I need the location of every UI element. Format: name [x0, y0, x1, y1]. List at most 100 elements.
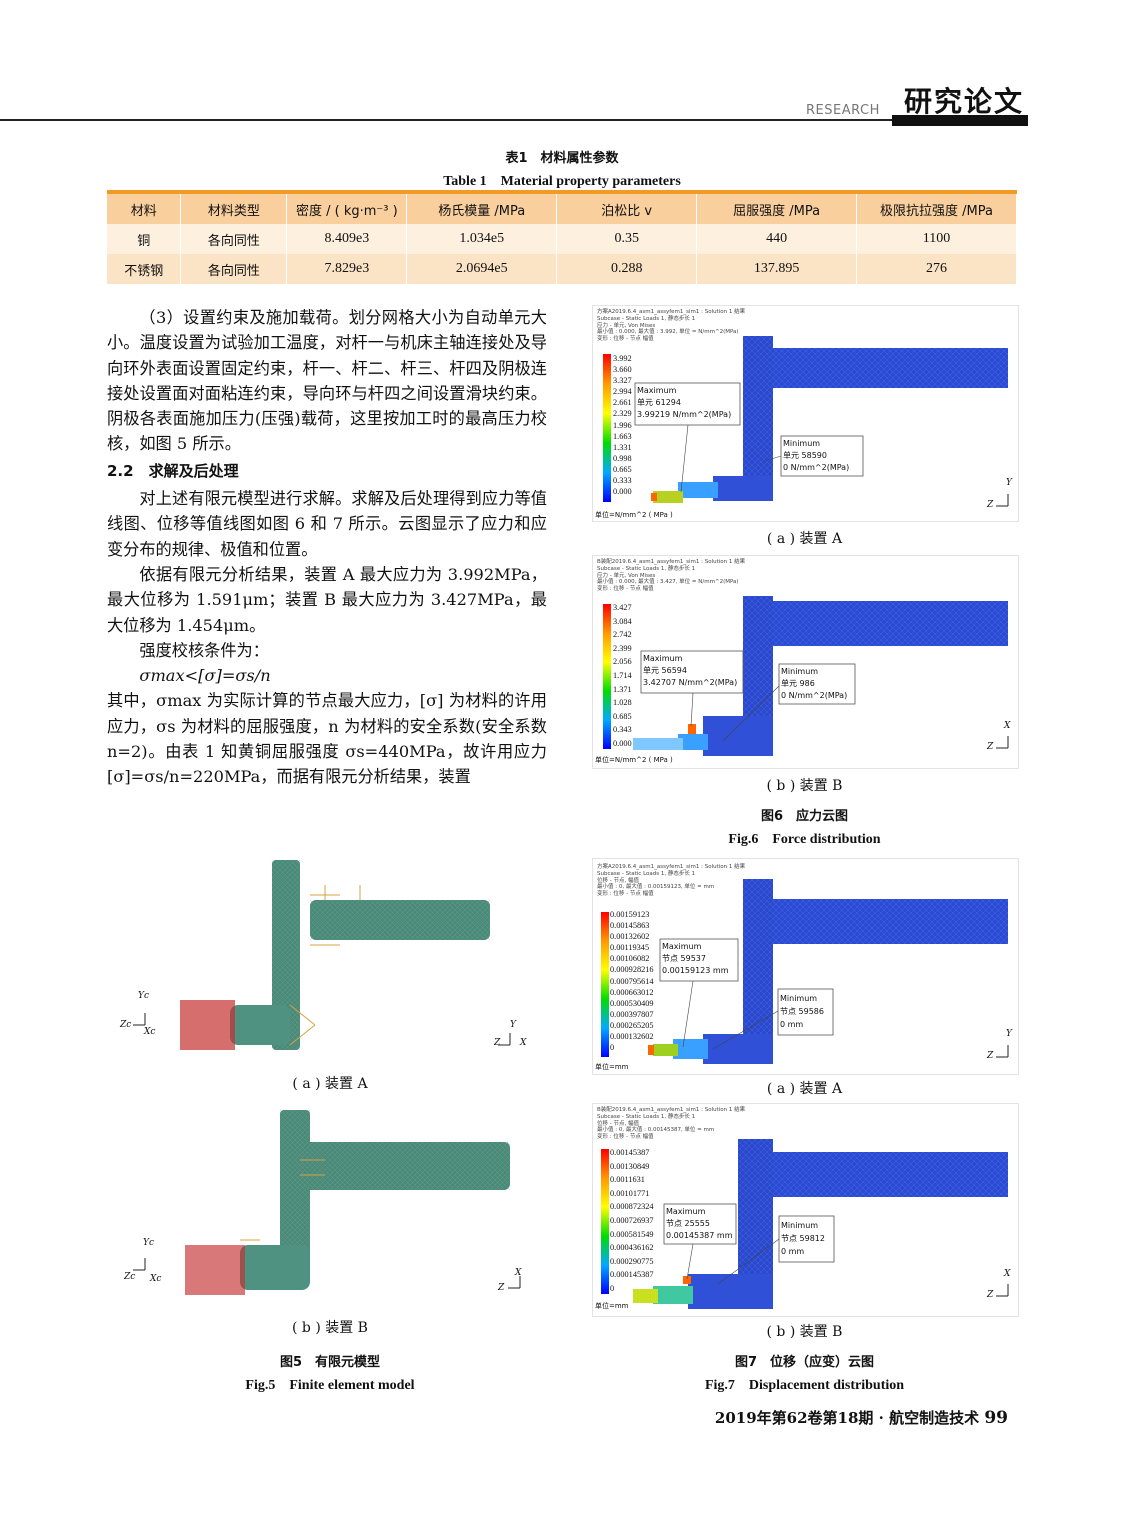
legend-label: 0.0011631 [610, 1175, 645, 1185]
color-legend-bar [601, 1149, 609, 1294]
solver-header-line: 变形 : 位移 - 节点 幅值 [597, 336, 654, 343]
legend-label: 2.399 [613, 643, 632, 653]
axis-label: X [520, 1038, 527, 1048]
fig5b-sublabel: ( b ) 装置 B [292, 1320, 368, 1336]
table-cell: 276 [856, 254, 1017, 284]
fig6b-contour-plot [603, 596, 1009, 756]
axis-label: Yc [138, 991, 149, 1001]
table-caption-en: Table 1 Material property parameters [443, 174, 681, 189]
legend-label: 1.663 [613, 431, 632, 441]
table-header-cell: 材料类型 [180, 190, 288, 224]
legend-label: 2.661 [613, 398, 632, 408]
fig7b-sublabel: ( b ) 装置 B [766, 1324, 843, 1340]
table-row: 铜 各向同性 8.409e3 1.034e5 0.35 440 1100 [107, 224, 1017, 254]
fig5a-fe-model [133, 860, 511, 1050]
max-annotation-box [663, 1203, 737, 1245]
axis-label: Xc [150, 1274, 162, 1284]
material-table: 材料 材料类型 密度 / ( kg·m⁻³ ) 杨氏模量 /MPa 泊松比 v … [107, 190, 1017, 284]
min-annotation-box [780, 435, 864, 477]
solver-header-line: 变形 : 位移 - 节点 幅值 [597, 586, 654, 593]
legend-label: 2.329 [613, 409, 632, 419]
legend-unit: 单位=mm [595, 1302, 629, 1310]
axis-label: Y [1006, 1029, 1012, 1039]
solver-header-line: 最小值 : 0, 最大值 : 0.00159123, 单位 = mm [597, 884, 715, 891]
table-header-cell: 泊松比 v [556, 190, 698, 224]
max-annotation-text: Maximum 节点 59537 0.00159123 mm [662, 942, 729, 975]
table-cell: 0.35 [556, 224, 698, 254]
legend-label: 0.000928216 [610, 965, 654, 975]
solver-header-line: Subcase - Static Loads 1, 静态步长 1 [597, 315, 696, 322]
max-annotation-box [640, 650, 744, 694]
body-text: （3）设置约束及施加载荷。划分网格大小为自动单元大小。温度设置为试验加工温度，对… [107, 305, 547, 790]
fig7-caption-cn: 图7 位移（应变）云图 [734, 1355, 875, 1370]
table-cell: 137.895 [696, 254, 858, 284]
legend-label: 0.343 [613, 725, 632, 735]
table-cell: 1.034e5 [406, 224, 558, 254]
legend-label: 3.327 [613, 376, 632, 386]
legend-label: 0.000290775 [610, 1256, 654, 1266]
table-caption-cn: 表1 材料属性参数 [505, 151, 619, 166]
legend-label: 0.000872324 [610, 1202, 654, 1212]
table-header-cell: 材料 [107, 190, 182, 224]
paragraph: 依据有限元分析结果，装置 A 最大应力为 3.992MPa，最大位移为 1.59… [107, 564, 547, 635]
legend-label: 1.371 [613, 684, 632, 694]
color-legend-bar [601, 912, 609, 1057]
legend-label: 1.714 [613, 670, 632, 680]
solver-header-line: 方案A2019.6.4_asm1_assyfem1_sim1 : Solutio… [597, 864, 746, 870]
fig5b-fe-model [133, 1110, 521, 1295]
fig6-caption-en: Fig.6 Force distribution [728, 832, 881, 847]
min-annotation-text: Minimum 节点 59812 0 mm [781, 1221, 825, 1256]
solver-header-line: 方案A2019.6.4_asm1_assyfem1_sim1 : Solutio… [597, 309, 746, 315]
solver-header: B装配2019.6.4_asm1_assyfem1_sim1 : Solutio… [597, 559, 745, 593]
legend-label: 2.994 [613, 387, 632, 397]
axis-label: Yc [143, 1238, 154, 1248]
fig6b-panel: B装配2019.6.4_asm1_assyfem1_sim1 : Solutio… [592, 555, 1019, 769]
legend-label: 0.000145387 [610, 1270, 654, 1280]
fig5a-panel: Yc Zc Xc Y Z X [110, 855, 550, 1065]
paragraph: 强度校核条件为： [139, 640, 269, 660]
table-cell: 7.829e3 [286, 254, 408, 284]
solver-header: 方案A2019.6.4_asm1_assyfem1_sim1 : Solutio… [597, 309, 745, 343]
solver-header-line: 应力 - 单元, Von Mises [597, 322, 656, 329]
header-rule [0, 119, 1028, 121]
legend-unit: 单位=N/mm^2 ( MPa ) [595, 511, 673, 519]
table-cell: 各向同性 [180, 224, 288, 254]
legend-label: 0.000581549 [610, 1229, 654, 1239]
legend-unit: 单位=mm [595, 1063, 629, 1071]
table-cell: 不锈钢 [107, 254, 182, 284]
legend-label: 2.742 [613, 630, 632, 640]
min-annotation-text: Minimum 单元 986 0 N/mm^2(MPa) [781, 667, 848, 700]
max-annotation-box [634, 382, 741, 426]
legend-label: 0.000726937 [610, 1215, 654, 1225]
color-legend-bar [603, 604, 611, 749]
legend-label: 0.00145863 [610, 921, 650, 931]
min-annotation-box [778, 1215, 835, 1263]
legend-label: 0.000795614 [610, 976, 654, 986]
legend-label: 1.331 [613, 442, 632, 452]
solver-header: 方案A2019.6.4_asm1_assyfem1_sim1 : Solutio… [597, 864, 745, 898]
solver-header-line: 变形 : 位移 - 节点 幅值 [597, 891, 654, 898]
axis-label: Y [510, 1020, 516, 1030]
legend-label: 0.998 [613, 453, 632, 463]
section-label-en: RESEARCH [806, 103, 880, 118]
fig6b-sublabel: ( b ) 装置 B [766, 778, 843, 794]
paragraph: 对上述有限元模型进行求解。求解及后处理得到应力等值线图、位移等值线图如图 6 和… [107, 489, 547, 559]
legend-label: 2.056 [613, 657, 632, 667]
header-bar [892, 115, 1028, 126]
table-cell: 8.409e3 [286, 224, 408, 254]
section-heading: 2.2 求解及后处理 [107, 461, 239, 480]
legend-label: 0.000132602 [610, 1032, 654, 1042]
fig7a-panel: 方案A2019.6.4_asm1_assyfem1_sim1 : Solutio… [592, 858, 1019, 1075]
min-annotation-text: Minimum 节点 59586 0 mm [780, 994, 824, 1029]
legend-label: 0.685 [613, 711, 632, 721]
solver-header-line: 最小值 : 0, 最大值 : 0.00145387, 单位 = mm [597, 1127, 715, 1134]
table-header-cell: 杨氏模量 /MPa [406, 190, 558, 224]
min-annotation-box [777, 988, 834, 1036]
legend-label: 0.333 [613, 476, 632, 486]
legend-unit: 单位=N/mm^2 ( MPa ) [595, 756, 673, 764]
solver-header-line: 最小值 : 0.000, 最大值 : 3.427, 单位 = N/mm^2(MP… [597, 579, 739, 586]
legend-label: 0.665 [613, 464, 632, 474]
solver-header-line: 变形 : 位移 - 节点 幅值 [597, 1134, 654, 1141]
legend-labels: 0.00159123 0.00145863 0.00132602 0.00119… [610, 909, 654, 1053]
table-cell: 铜 [107, 224, 182, 254]
